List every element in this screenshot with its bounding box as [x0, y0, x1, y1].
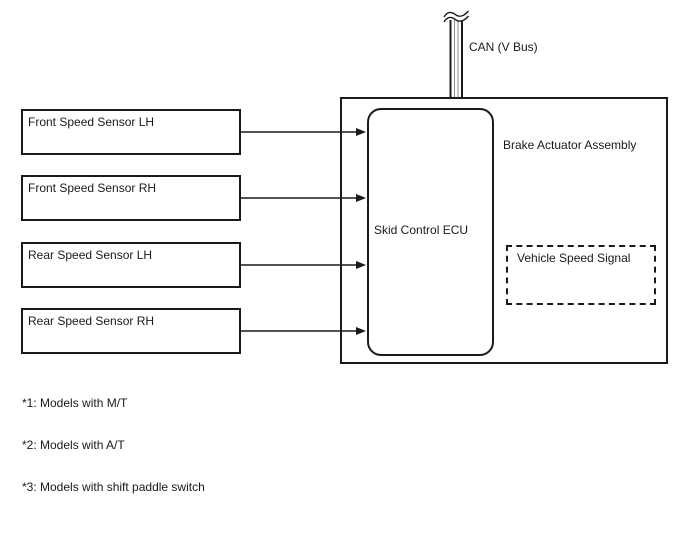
- footnote-2: *2: Models with A/T: [22, 438, 125, 452]
- sensor-label: Front Speed Sensor RH: [28, 181, 157, 195]
- brake-actuator-assembly-label: Brake Actuator Assembly: [503, 138, 637, 152]
- footnote-3: *3: Models with shift paddle switch: [22, 480, 205, 494]
- footnote-1: *1: Models with M/T: [22, 396, 128, 410]
- sensor-label: Rear Speed Sensor RH: [28, 314, 155, 328]
- sensor-box-rear-speed-rh: Rear Speed Sensor RH: [21, 308, 241, 354]
- sensor-box-front-speed-lh: Front Speed Sensor LH: [21, 109, 241, 155]
- bus-break-squiggle-icon: [443, 15, 470, 23]
- sensor-box-front-speed-rh: Front Speed Sensor RH: [21, 175, 241, 221]
- vehicle-speed-signal-label: Vehicle Speed Signal: [517, 251, 631, 265]
- sensor-label: Front Speed Sensor LH: [28, 115, 155, 129]
- sensor-box-rear-speed-lh: Rear Speed Sensor LH: [21, 242, 241, 288]
- skid-control-ecu-box: Skid Control ECU: [367, 108, 494, 356]
- skid-control-ecu-label: Skid Control ECU: [374, 223, 469, 237]
- brake-actuator-assembly-box: [340, 97, 668, 364]
- can-bus-lines: [443, 10, 470, 97]
- bus-break-squiggle-icon: [443, 10, 470, 18]
- can-bus-label: CAN (V Bus): [469, 40, 538, 54]
- vehicle-speed-signal-box: Vehicle Speed Signal: [506, 245, 656, 305]
- sensor-label: Rear Speed Sensor LH: [28, 248, 153, 262]
